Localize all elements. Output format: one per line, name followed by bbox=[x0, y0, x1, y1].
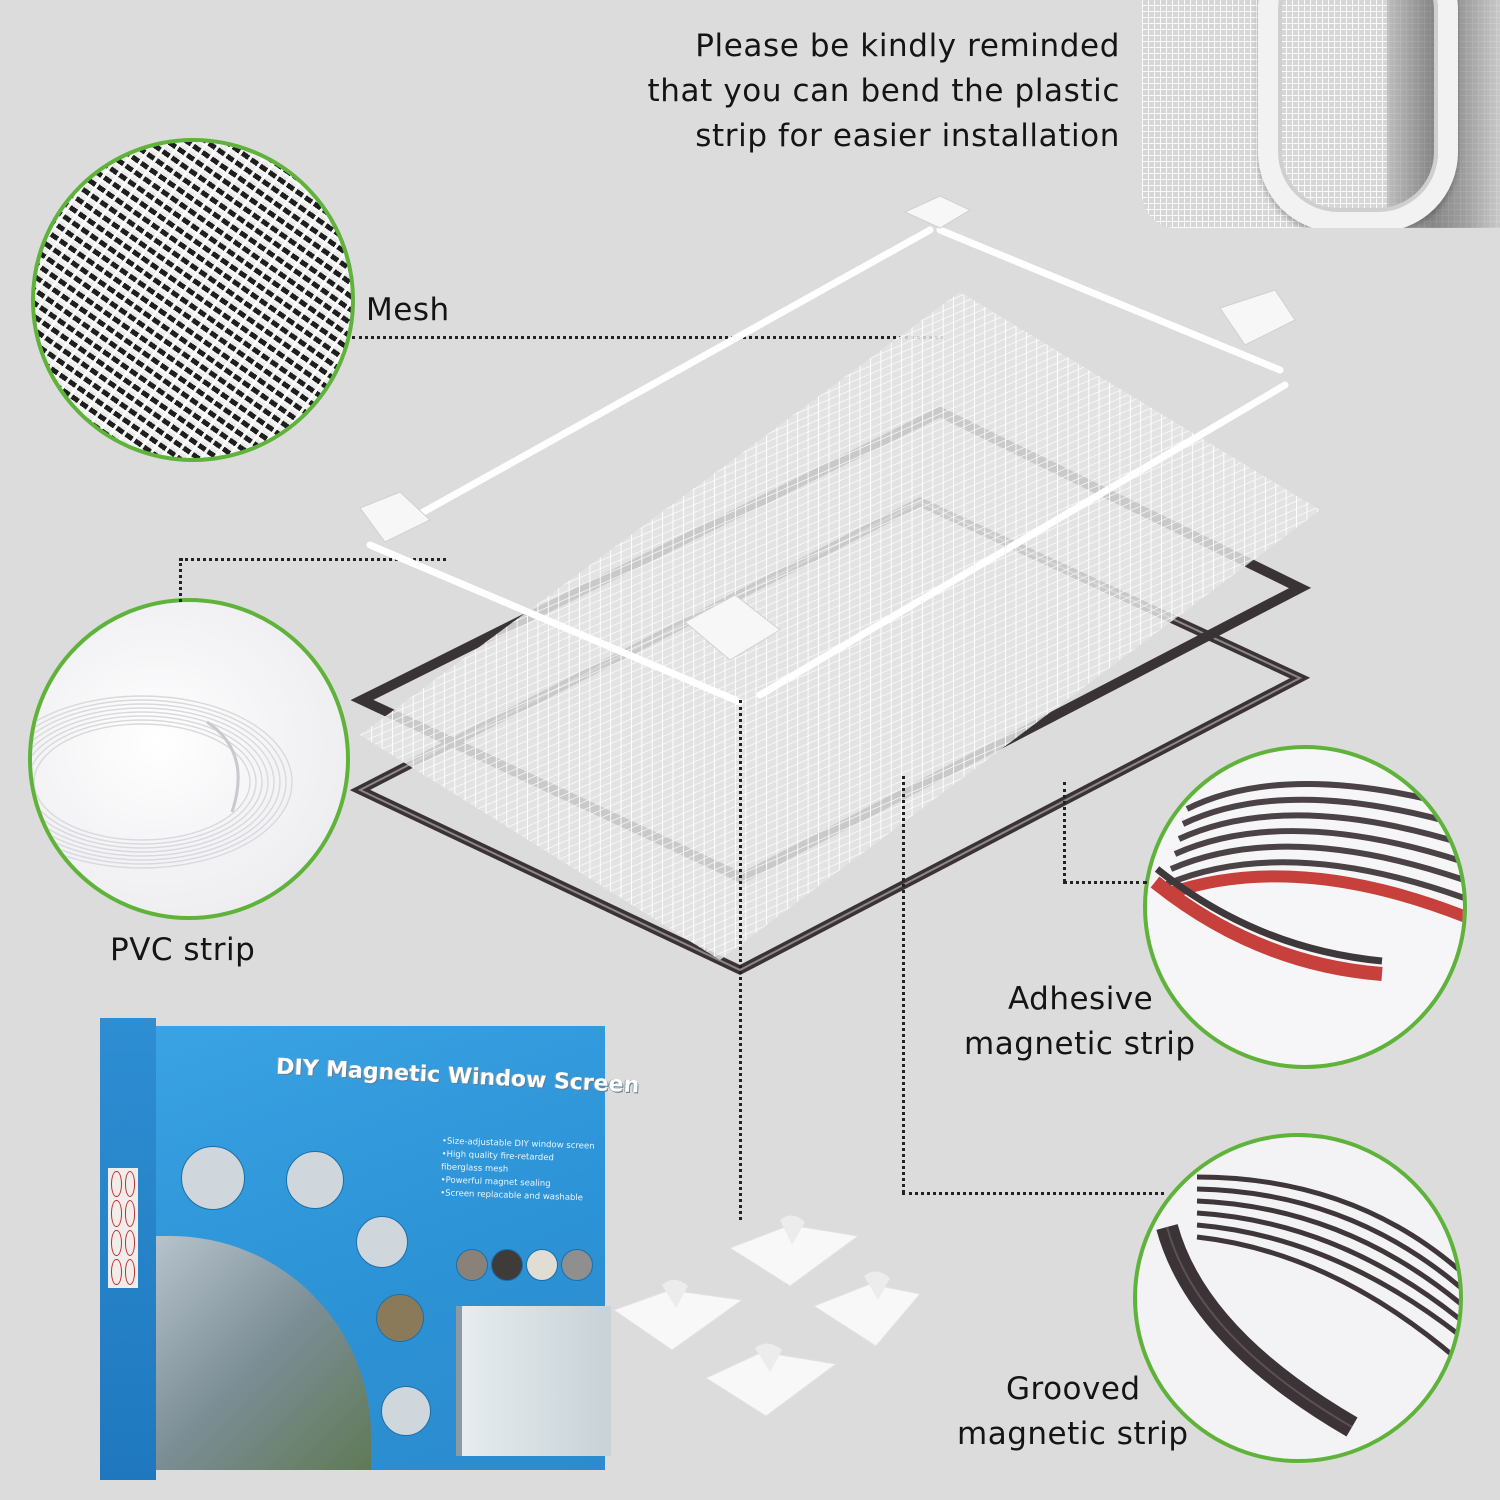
grooved-strip-closeup-circle bbox=[1133, 1133, 1463, 1463]
grooved-strip-label-line1: Grooved bbox=[1006, 1371, 1141, 1407]
box-title: DIY Magnetic Window Screen bbox=[275, 1054, 640, 1099]
box-photo-small-window bbox=[356, 1216, 408, 1268]
note-line-2: that you can bend the plastic bbox=[647, 73, 1120, 109]
box-feature-list: •Size-adjustable DIY window screen •High… bbox=[439, 1136, 595, 1204]
warning-icon bbox=[111, 1200, 122, 1227]
box-photo-strip-2 bbox=[491, 1249, 523, 1281]
pvc-coil-graphic bbox=[32, 695, 293, 869]
warning-icon bbox=[124, 1171, 135, 1198]
adhesive-strip-label-line1: Adhesive bbox=[1008, 981, 1154, 1017]
warning-icon bbox=[111, 1258, 122, 1285]
box-photo-installed-screen bbox=[456, 1306, 611, 1456]
corner-connector bbox=[812, 1283, 920, 1347]
mesh-sheet bbox=[360, 292, 1320, 960]
box-photo-strip-3 bbox=[526, 1249, 558, 1281]
mesh-leader-line bbox=[352, 336, 944, 339]
warning-icons-panel bbox=[108, 1168, 138, 1288]
pvc-leader-line-h bbox=[180, 558, 446, 561]
adhesive-strip-closeup-circle bbox=[1143, 745, 1467, 1069]
adhesive-leader-line-h bbox=[1063, 881, 1147, 884]
note-line-3: strip for easier installation bbox=[695, 118, 1120, 154]
mesh-label: Mesh bbox=[366, 292, 450, 328]
warning-icon bbox=[124, 1258, 135, 1285]
corner-connector bbox=[704, 1351, 838, 1417]
grooved-leader-line-h bbox=[902, 1192, 1164, 1195]
box-front-panel: DIY Magnetic Window Screen •Size-adjusta… bbox=[156, 1026, 640, 1470]
adhesive-strip-label-line2: magnetic strip bbox=[964, 1026, 1196, 1062]
grooved-strip-label-line2: magnetic strip bbox=[957, 1416, 1189, 1452]
note-line-1: Please be kindly reminded bbox=[695, 28, 1120, 64]
grooved-leader-line-v bbox=[902, 776, 905, 1193]
box-photo-mesh bbox=[561, 1249, 593, 1281]
corner-connector-left bbox=[359, 491, 431, 543]
corner-connector-top bbox=[903, 195, 972, 229]
box-photo-window bbox=[181, 1146, 245, 1210]
connector-leader-line bbox=[739, 700, 742, 1220]
box-photo-person bbox=[286, 1151, 344, 1209]
warning-icon bbox=[111, 1229, 122, 1256]
grooved-coil-graphic bbox=[1156, 1174, 1459, 1437]
mesh-closeup-circle bbox=[31, 138, 355, 462]
exploded-screen-diagram bbox=[349, 195, 1320, 976]
box-photo-strip-1 bbox=[456, 1249, 488, 1281]
bent-plastic-loop bbox=[1258, 0, 1458, 228]
pvc-strip-closeup-circle bbox=[28, 598, 350, 920]
product-box: DIY Magnetic Window Screen •Size-adjusta… bbox=[100, 1018, 640, 1480]
corner-connector bbox=[728, 1224, 860, 1287]
warning-icon bbox=[124, 1200, 135, 1227]
corner-connectors-group bbox=[612, 1215, 920, 1417]
adhesive-coil-graphic bbox=[1150, 781, 1463, 981]
adhesive-leader-line-v bbox=[1063, 782, 1066, 882]
pvc-frame bbox=[366, 226, 1289, 706]
warning-icon bbox=[111, 1171, 122, 1198]
pvc-leader-line-v bbox=[179, 558, 182, 602]
box-photo-window-2 bbox=[381, 1386, 431, 1436]
warning-icon bbox=[124, 1229, 135, 1256]
box-side-panel bbox=[100, 1018, 156, 1480]
box-photo-door bbox=[376, 1294, 424, 1342]
corner-connector-right bbox=[1219, 289, 1296, 346]
corner-connector-bottom bbox=[684, 594, 781, 661]
corner-connector bbox=[612, 1289, 744, 1351]
pvc-strip-label: PVC strip bbox=[110, 932, 256, 968]
installation-reminder-note: Please be kindly reminded that you can b… bbox=[648, 24, 1120, 159]
bent-strip-photo bbox=[1142, 0, 1500, 228]
box-photo-large-screen bbox=[156, 1236, 371, 1470]
